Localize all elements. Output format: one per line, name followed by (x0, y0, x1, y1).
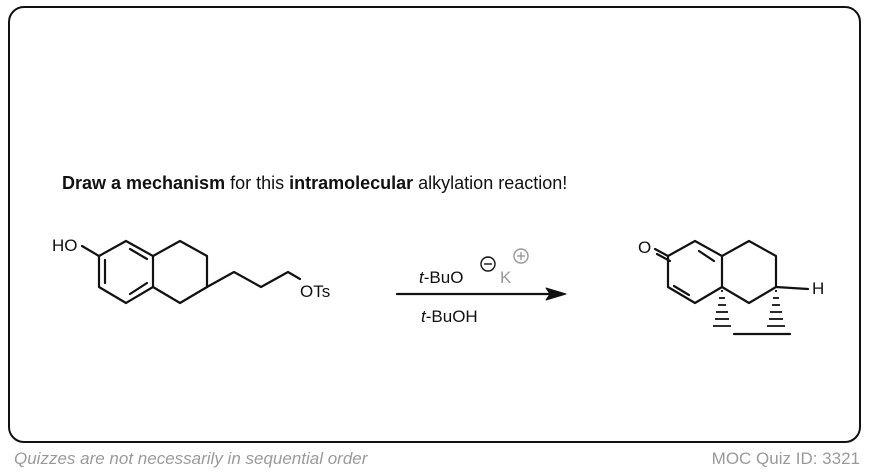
reactant-cyclohexane-ring (151, 239, 209, 305)
reagent-top: t-BuO (419, 268, 463, 287)
prompt-text-1: for this (225, 173, 290, 193)
reactant-side-chain (205, 270, 302, 289)
reaction-arrow (395, 287, 567, 301)
counterion-label: K (500, 268, 512, 287)
product-hydrogen-label: H (812, 279, 824, 298)
reactant-aromatic-ring (97, 239, 155, 305)
positive-charge-symbol (513, 248, 529, 264)
product-oxygen-label: O (638, 238, 651, 257)
reactant-ho-bond (80, 244, 101, 258)
negative-charge-symbol (480, 256, 496, 272)
reagent-bottom: t-BuOH (421, 307, 478, 326)
reagent-bottom-rest: -BuOH (426, 307, 478, 326)
reactant-ots-label: OTs (300, 282, 330, 301)
product-dienone-ring (653, 239, 724, 305)
reagent-bottom-italic: t (421, 307, 427, 326)
quiz-id: MOC Quiz ID: 3321 (711, 449, 860, 468)
question-prompt: Draw a mechanism for this intramolecular… (62, 173, 567, 194)
product-cyclohexane-ring (720, 239, 778, 305)
quiz-card (8, 6, 861, 443)
reactant-ho-label: HO (52, 236, 78, 255)
product-bridge-bonds (732, 285, 810, 336)
prompt-text-2: alkylation reaction! (413, 173, 568, 193)
prompt-bold-2: intramolecular (289, 173, 414, 193)
product-hashed-wedges (713, 290, 785, 327)
prompt-bold-1: Draw a mechanism (62, 173, 226, 193)
footer-note: Quizzes are not necessarily in sequentia… (14, 449, 368, 468)
reagent-top-italic: t (419, 268, 425, 287)
reagent-top-rest: -BuO (424, 268, 464, 287)
